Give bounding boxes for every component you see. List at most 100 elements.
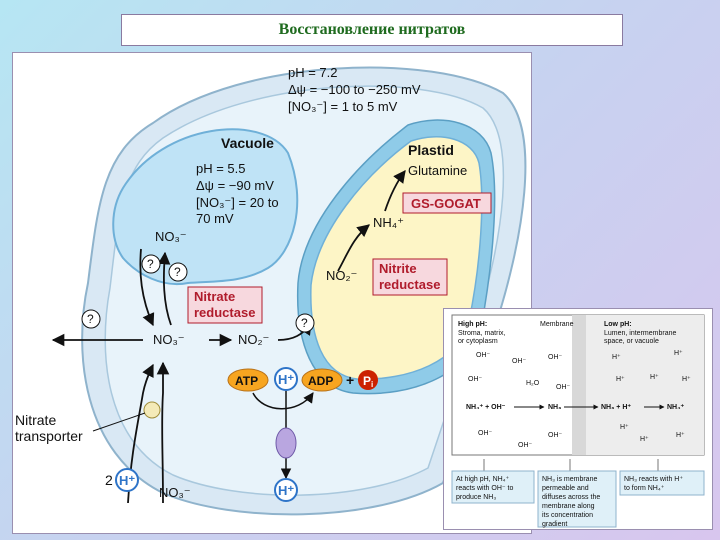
gs-gogat-label: GS-GOGAT (411, 196, 481, 211)
h-ion-1: H⁺ (612, 354, 621, 361)
nitrate-reductase-box (187, 286, 263, 324)
inset-svg: High pH: Stroma, matrix, or cytoplasm Me… (451, 314, 705, 528)
h-ion-4: H⁺ (650, 374, 659, 381)
note1-line3: produce NH₃ (456, 494, 496, 501)
atp-label: ATP (235, 374, 258, 388)
note2-line1: NH₃ is membrane (542, 476, 597, 483)
cytoplasm-nitrate-conc: [NO₃⁻] = 1 to 5 mV (288, 99, 398, 114)
transporter-label-line2: transporter (15, 428, 83, 444)
mid-equation: NH₃ (548, 404, 561, 411)
nitrate-reductase-line2: reductase (194, 305, 255, 320)
unknown-transport-1: ? (141, 254, 161, 274)
nitrate-cytoplasm: NO₃⁻ (153, 332, 185, 347)
cytoplasm-ph: pH = 7.2 (288, 65, 338, 80)
gs-gogat-box (402, 192, 492, 214)
h-ion-8: H⁺ (676, 432, 685, 439)
h-out-label: H⁺ (278, 483, 294, 498)
vacuole-nitrate-conc-line1: [NO₃⁻] = 20 to (196, 195, 279, 210)
h-pump-label: H⁺ (278, 372, 294, 387)
nitrite-reductase-line2: reductase (379, 277, 440, 292)
note2-line5: its concentration (542, 512, 593, 519)
plus-sign: + (346, 372, 354, 388)
note2-line3: diffuses across the (542, 494, 600, 501)
membrane-label: Membrane (540, 321, 574, 328)
high-ph-line2: Stroma, matrix, (458, 330, 506, 337)
unknown-transport-3: ? (81, 309, 101, 329)
low-ph-line2: Lumen, intermembrane (604, 330, 676, 337)
pi-label: P (363, 374, 371, 388)
note2-line4: membrane along (542, 503, 595, 510)
right-equation-2: NH₄⁺ (667, 404, 684, 411)
unknown-label-2: ? (174, 265, 181, 279)
transporter-leader-line (92, 412, 146, 432)
low-ph-title: Low pH: (604, 321, 632, 328)
right-equation-1: NH₃ + H⁺ (601, 404, 631, 411)
note3-line1: NH₃ reacts with H⁺ (624, 476, 683, 483)
note2-box (537, 470, 617, 528)
nitrite-reductase-line1: Nitrite (379, 261, 417, 276)
arrow-proton-symport (127, 363, 154, 504)
vacuole-nitrate-conc-line2: 70 mV (196, 211, 234, 226)
low-ph-line3: space, or vacuole (604, 338, 659, 345)
nitrate-outside: NO₃⁻ (159, 485, 191, 500)
unknown-transport-2: ? (168, 262, 188, 282)
note1-box (451, 470, 535, 504)
oh-ion-8: OH⁻ (548, 432, 563, 439)
nitrite-plastid: NO₂⁻ (326, 268, 357, 283)
proton-pump (275, 427, 297, 459)
note1-line2: reacts with OH⁻ to (456, 485, 513, 492)
vacuole-ph: pH = 5.5 (196, 161, 246, 176)
nitrite-cytoplasm: NO₂⁻ (238, 332, 269, 347)
slide-title-text: Восстановление нитратов (278, 21, 466, 38)
arrow-atp-hydrolysis (252, 392, 314, 410)
h-ion-5: H⁺ (682, 376, 691, 383)
adp-label: ADP (308, 374, 333, 388)
h-in-label: H⁺ (119, 473, 135, 488)
h-out-circle (274, 478, 298, 502)
nitrate-transporter-protein (143, 401, 161, 419)
cytoplasm-membrane-potential: Δψ = −100 to −250 mV (288, 82, 421, 97)
plastid-label: Plastid (408, 142, 454, 158)
note2-line6: gradient (542, 521, 567, 528)
oh-ion-1: OH⁻ (476, 352, 491, 359)
h-ion-6: H⁺ (620, 424, 629, 431)
note1-line1: At high pH, NH₄⁺ (456, 476, 510, 483)
pi-icon (358, 370, 378, 390)
high-ph-title: High pH: (458, 321, 487, 328)
atp-icon (227, 368, 269, 392)
high-ph-line3: or cytoplasm (458, 338, 498, 345)
arrow-ammonium-to-glutamine (384, 169, 406, 212)
glutamine-label: Glutamine (408, 163, 467, 178)
nitrate-vacuole: NO₃⁻ (155, 229, 187, 244)
oh-ion-4: OH⁻ (468, 376, 483, 383)
oh-ion-3: OH⁻ (548, 354, 563, 361)
arrow-cytoplasm-to-vacuole (157, 251, 172, 326)
h-ion-2: H⁺ (674, 350, 683, 357)
membrane-band (572, 315, 586, 455)
nitrite-reductase-box (372, 258, 448, 296)
vacuole-label: Vacuole (221, 135, 274, 151)
transporter-label-line1: Nitrate (15, 412, 56, 428)
nitrate-reductase-line1: Nitrate (194, 289, 235, 304)
unknown-label-1: ? (147, 257, 154, 271)
h-ion-7: H⁺ (640, 436, 649, 443)
proton-stoichiometry: 2 (105, 472, 113, 488)
h-pump-circle (274, 367, 298, 391)
note3-box (619, 470, 705, 496)
water: H₂O (526, 380, 540, 387)
oh-ion-5: OH⁻ (556, 384, 571, 391)
ammonium-plastid: NH₄⁺ (373, 215, 404, 230)
arrow-nitrite-to-ammonium (337, 224, 370, 272)
oh-ion-7: OH⁻ (518, 442, 533, 449)
arrow-vacuole-to-cytoplasm (139, 248, 155, 327)
left-equation: NH₄⁺ + OH⁻ (466, 404, 506, 411)
unknown-label-3: ? (87, 312, 94, 326)
unknown-transport-4: ? (295, 313, 315, 333)
note3-line2: to form NH₄⁺ (624, 485, 665, 492)
vacuole (112, 128, 299, 286)
unknown-label-4: ? (301, 316, 308, 330)
h-ion-3: H⁺ (616, 376, 625, 383)
oh-ion-2: OH⁻ (512, 358, 527, 365)
ammonia-membrane-inset: High pH: Stroma, matrix, or cytoplasm Me… (443, 308, 713, 530)
vacuole-membrane-potential: Δψ = −90 mV (196, 178, 274, 193)
